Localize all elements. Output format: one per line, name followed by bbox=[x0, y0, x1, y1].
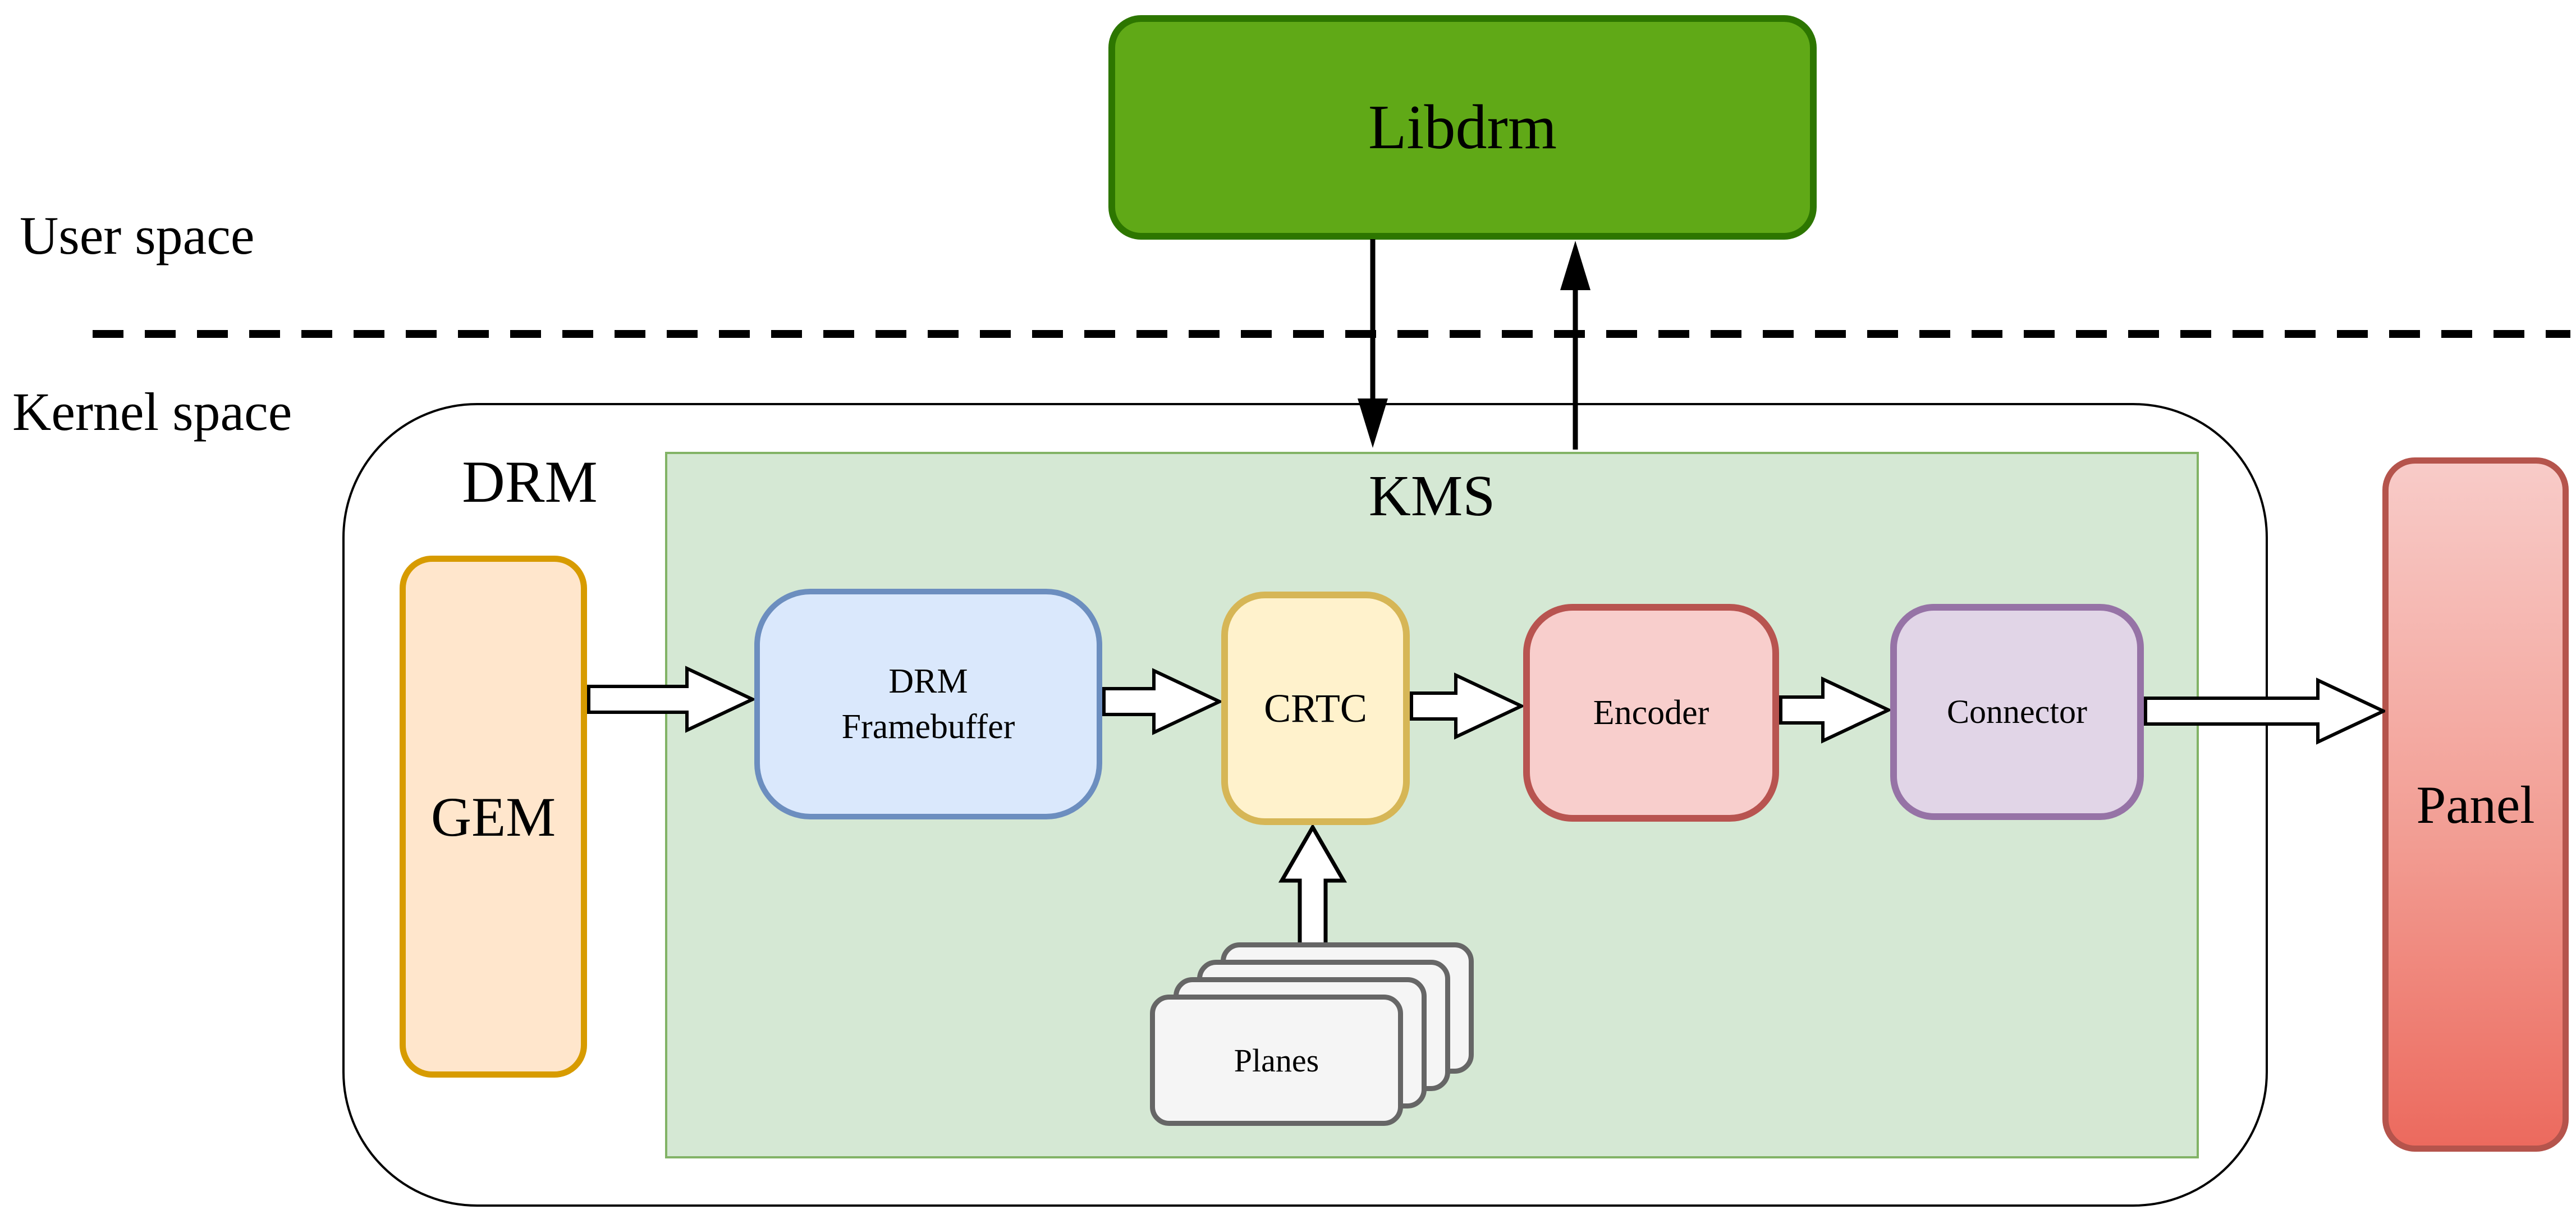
arrow-gem-to-framebuffer bbox=[587, 666, 754, 733]
libdrm-label: Libdrm bbox=[1368, 92, 1557, 162]
crtc-box: CRTC bbox=[1221, 592, 1410, 825]
drm-framebuffer-label: DRM Framebuffer bbox=[841, 662, 1015, 746]
arrow-encoder-to-connector bbox=[1779, 676, 1890, 744]
kernel-space-label: Kernel space bbox=[12, 382, 292, 442]
arrow-connector-to-panel bbox=[2144, 677, 2385, 745]
panel-box: Panel bbox=[2382, 457, 2569, 1152]
connector-label: Connector bbox=[1947, 693, 2087, 730]
kms-region-label: KMS bbox=[1368, 464, 1496, 528]
arrow-kms-to-libdrm-up bbox=[1560, 241, 1590, 450]
drm-container-label: DRM bbox=[462, 449, 598, 515]
connector-box: Connector bbox=[1890, 604, 2144, 820]
user-kernel-divider-line bbox=[93, 330, 2570, 338]
gem-box: GEM bbox=[400, 556, 587, 1078]
libdrm-box: Libdrm bbox=[1108, 15, 1817, 240]
planes-label: Planes bbox=[1234, 1042, 1319, 1079]
encoder-box: Encoder bbox=[1523, 604, 1779, 822]
arrow-crtc-to-encoder bbox=[1410, 672, 1523, 740]
arrow-libdrm-to-kms-down bbox=[1358, 239, 1388, 448]
user-space-label: User space bbox=[20, 205, 255, 265]
drm-framebuffer-box: DRM Framebuffer bbox=[754, 589, 1102, 819]
planes-box: Planes bbox=[1150, 995, 1403, 1126]
encoder-label: Encoder bbox=[1593, 693, 1709, 732]
arrow-planes-to-crtc bbox=[1278, 825, 1347, 965]
crtc-label: CRTC bbox=[1264, 685, 1367, 731]
gem-label: GEM bbox=[430, 785, 556, 848]
panel-label: Panel bbox=[2416, 775, 2535, 835]
arrow-framebuffer-to-crtc bbox=[1102, 668, 1221, 735]
